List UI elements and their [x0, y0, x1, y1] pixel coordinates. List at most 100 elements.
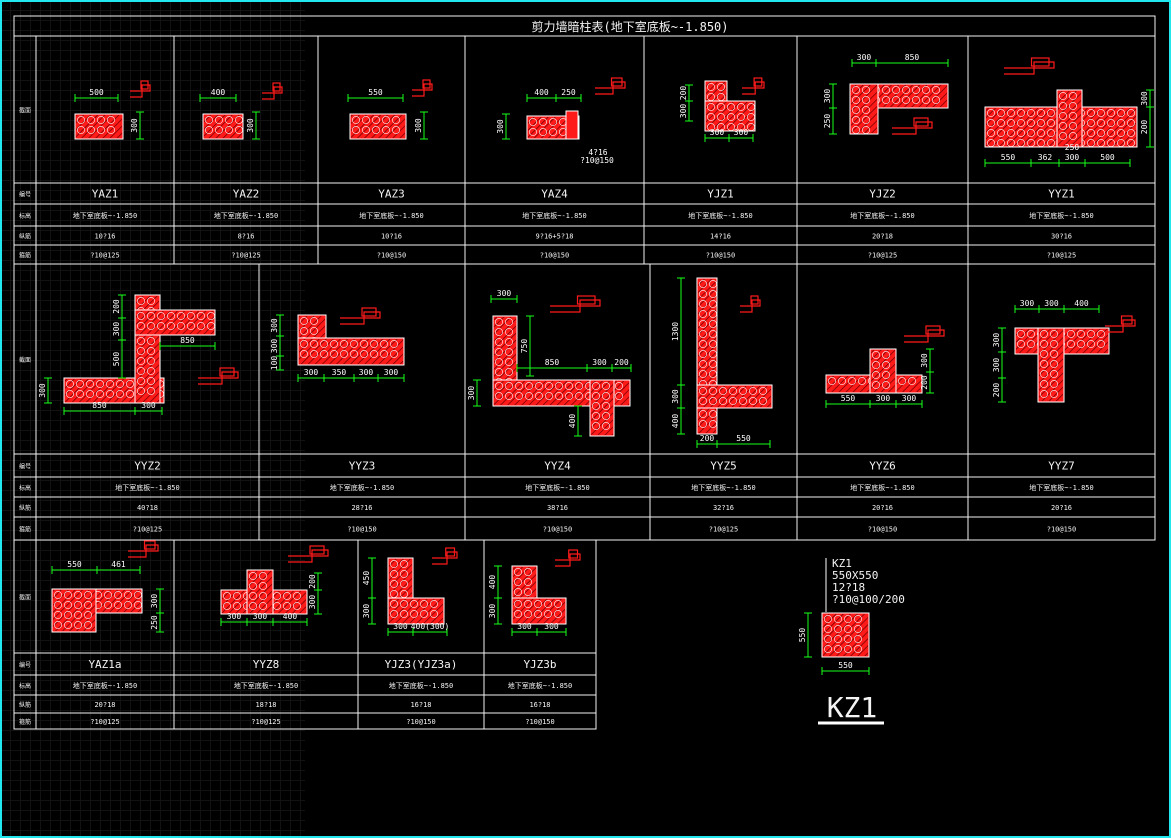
row-label-elevation: 标高 — [19, 212, 31, 220]
rebar — [84, 611, 92, 619]
rebar — [293, 602, 301, 610]
rebar — [1097, 109, 1105, 117]
rebar — [912, 86, 920, 94]
rebar — [380, 340, 388, 348]
row-label-number: 编号 — [19, 463, 31, 471]
rebar — [330, 350, 338, 358]
rebar — [147, 312, 155, 320]
dimension-label: 850 — [180, 336, 195, 345]
rebar-detail — [128, 544, 159, 558]
rebar — [66, 390, 74, 398]
dimension-label: 200 — [679, 86, 688, 101]
cell-name: YYZ8 — [253, 658, 280, 671]
rebar — [997, 119, 1005, 127]
cell-name: YYZ1 — [1048, 188, 1075, 201]
cell-stirrup: ?10@125 — [709, 526, 739, 534]
rebar — [420, 610, 428, 618]
rebar — [400, 610, 408, 618]
rebar — [1017, 330, 1025, 338]
rebar — [592, 402, 600, 410]
rebar — [554, 610, 562, 618]
dimension-label: 750 — [520, 339, 529, 354]
dimension-label: 300 — [1140, 91, 1149, 106]
rebar-detail — [309, 545, 325, 555]
row-label-elevation: 标高 — [19, 682, 31, 690]
rebar — [1007, 139, 1015, 147]
dimension-label: 250 — [150, 615, 159, 630]
cell-name: YYZ4 — [544, 460, 571, 473]
rebar-detail — [892, 121, 933, 135]
rebar — [64, 611, 72, 619]
rebar — [300, 350, 308, 358]
rebar — [592, 382, 600, 390]
rebar — [1040, 370, 1048, 378]
rebar — [1007, 119, 1015, 127]
rebar — [1087, 109, 1095, 117]
cell-longitudinal: 28?16 — [351, 504, 372, 512]
dimension-label: 300 — [253, 612, 268, 621]
rebar — [739, 387, 747, 395]
rebar — [360, 340, 368, 348]
rebar — [54, 601, 62, 609]
rebar — [719, 387, 727, 395]
rebar — [495, 318, 503, 326]
rebar-detail — [740, 299, 761, 313]
dimension-label: 461 — [111, 560, 126, 569]
rebar — [1037, 139, 1045, 147]
rebar — [615, 392, 623, 400]
rebar — [283, 592, 291, 600]
rebar — [882, 351, 890, 359]
rebar — [495, 358, 503, 366]
kz1-info-line: 12?18 — [832, 581, 865, 594]
rebar — [116, 380, 124, 388]
rebar — [1050, 340, 1058, 348]
rebar — [116, 390, 124, 398]
rebar — [852, 116, 860, 124]
rebar — [844, 635, 852, 643]
cell-name: YYZ7 — [1048, 460, 1075, 473]
row-label-stirrup: 箍筋 — [19, 526, 31, 534]
dimension-label: 300 — [270, 318, 279, 333]
rebar-detail — [130, 84, 151, 98]
rebar — [223, 602, 231, 610]
rebar — [699, 370, 707, 378]
rebar — [1069, 102, 1077, 110]
dimension-label: 300 — [992, 358, 1001, 373]
section-hatch — [706, 102, 754, 130]
rebar-detail — [568, 549, 579, 559]
dimension-label: 300 — [679, 104, 688, 119]
dimension-label: 550 — [841, 394, 856, 403]
rebar — [709, 360, 717, 368]
rebar — [87, 126, 95, 134]
rebar — [370, 340, 378, 348]
rebar — [205, 126, 213, 134]
rebar — [235, 116, 243, 124]
row-label-stirrup: 箍筋 — [19, 252, 31, 260]
rebar — [852, 96, 860, 104]
rebar — [699, 410, 707, 418]
section-hatch — [351, 115, 405, 138]
rebar — [505, 348, 513, 356]
rebar — [147, 297, 155, 305]
rebar — [545, 392, 553, 400]
cell-longitudinal: 20?18 — [872, 233, 893, 241]
rebar-detail — [904, 329, 945, 343]
concrete-section — [565, 110, 579, 140]
dimension-label: 500 — [89, 88, 104, 97]
rebar-detail — [1105, 319, 1136, 333]
rebar-detail — [445, 547, 456, 557]
rebar — [1047, 119, 1055, 127]
rebar — [400, 600, 408, 608]
rebar — [592, 422, 600, 430]
rebar — [137, 347, 145, 355]
rebar-detail — [742, 81, 765, 95]
rebar — [147, 377, 155, 385]
dimension-label: 300 — [517, 622, 532, 631]
rebar — [699, 330, 707, 338]
rebar — [505, 318, 513, 326]
rebar-detail — [576, 295, 596, 305]
rebar — [1047, 129, 1055, 137]
cell-longitudinal: 8?16 — [238, 233, 255, 241]
